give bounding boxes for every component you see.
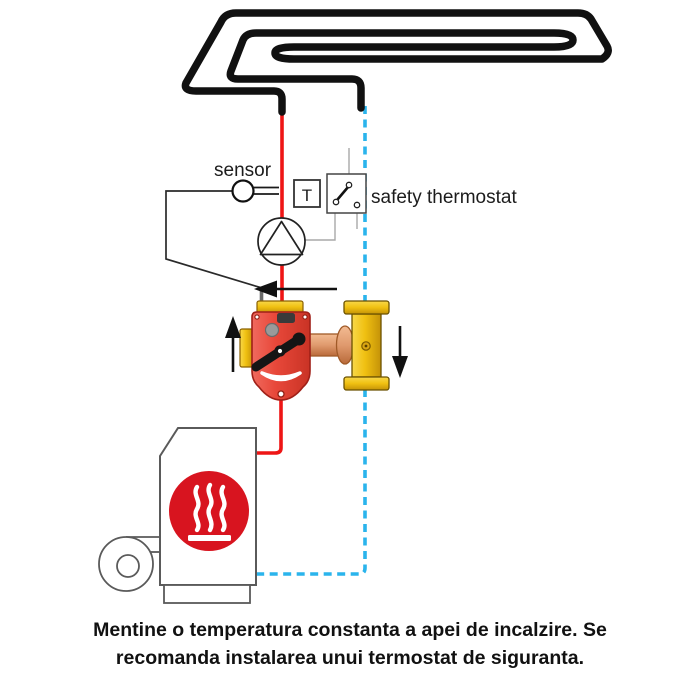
boiler — [98, 427, 257, 604]
valve-lever-knob — [292, 332, 306, 346]
valve-left-nut — [239, 328, 254, 368]
caption-line-1: Mentine o temperatura constanta a apei d… — [93, 619, 607, 641]
valve-label-plate — [277, 313, 295, 323]
supply-pipe-line — [256, 108, 284, 455]
floor-heating-coil — [181, 9, 612, 116]
safety-thermostat-switch — [326, 173, 367, 214]
flame-icon-bar — [188, 535, 231, 541]
valve-dial — [264, 322, 280, 338]
mixing-valve — [239, 300, 311, 401]
flow-arrow-left-icon — [254, 280, 337, 298]
temperature-sensor: sensor — [165, 160, 279, 306]
sensor-bulb-icon — [231, 179, 255, 203]
boiler-base — [163, 584, 251, 604]
caption: Mentine o temperatura constanta a apei d… — [0, 616, 700, 672]
sensor-label: sensor — [214, 160, 272, 181]
sensor-capillary-line — [165, 190, 263, 289]
valve-lever-hub-dot — [277, 348, 283, 354]
flow-arrow-up-icon — [225, 316, 241, 372]
return-pipe-bottom-segment — [256, 389, 367, 576]
tee-fitting — [304, 300, 390, 391]
t-box-label: T — [302, 186, 312, 205]
caption-line-2: recomanda instalarea unui termostat de s… — [115, 647, 585, 669]
flame-badge — [169, 471, 249, 551]
copper-flange — [335, 325, 355, 365]
t-box: T — [293, 179, 321, 208]
flow-arrow-down-icon — [392, 326, 408, 378]
blower-fan-icon — [98, 536, 162, 592]
safety-thermostat-label: safety thermostat — [371, 187, 517, 208]
valve-screw-bottom — [277, 390, 285, 398]
valve-screw-right — [302, 314, 308, 320]
circulation-pump-icon — [257, 217, 306, 266]
flame-icon — [193, 482, 227, 533]
tee-screw-dot — [364, 344, 368, 348]
tee-top-flange — [343, 300, 390, 315]
sensor-pipe-link — [254, 186, 279, 195]
valve-screw-left — [254, 314, 260, 320]
switch-lever-icon — [336, 185, 350, 201]
tee-bottom-flange — [343, 376, 390, 391]
supply-pipe-boiler-segment — [256, 395, 283, 455]
pump-triangle — [259, 220, 304, 256]
wire-to-pump — [305, 213, 336, 241]
valve-smile-mark — [260, 371, 302, 382]
flow-arrows — [225, 280, 408, 378]
